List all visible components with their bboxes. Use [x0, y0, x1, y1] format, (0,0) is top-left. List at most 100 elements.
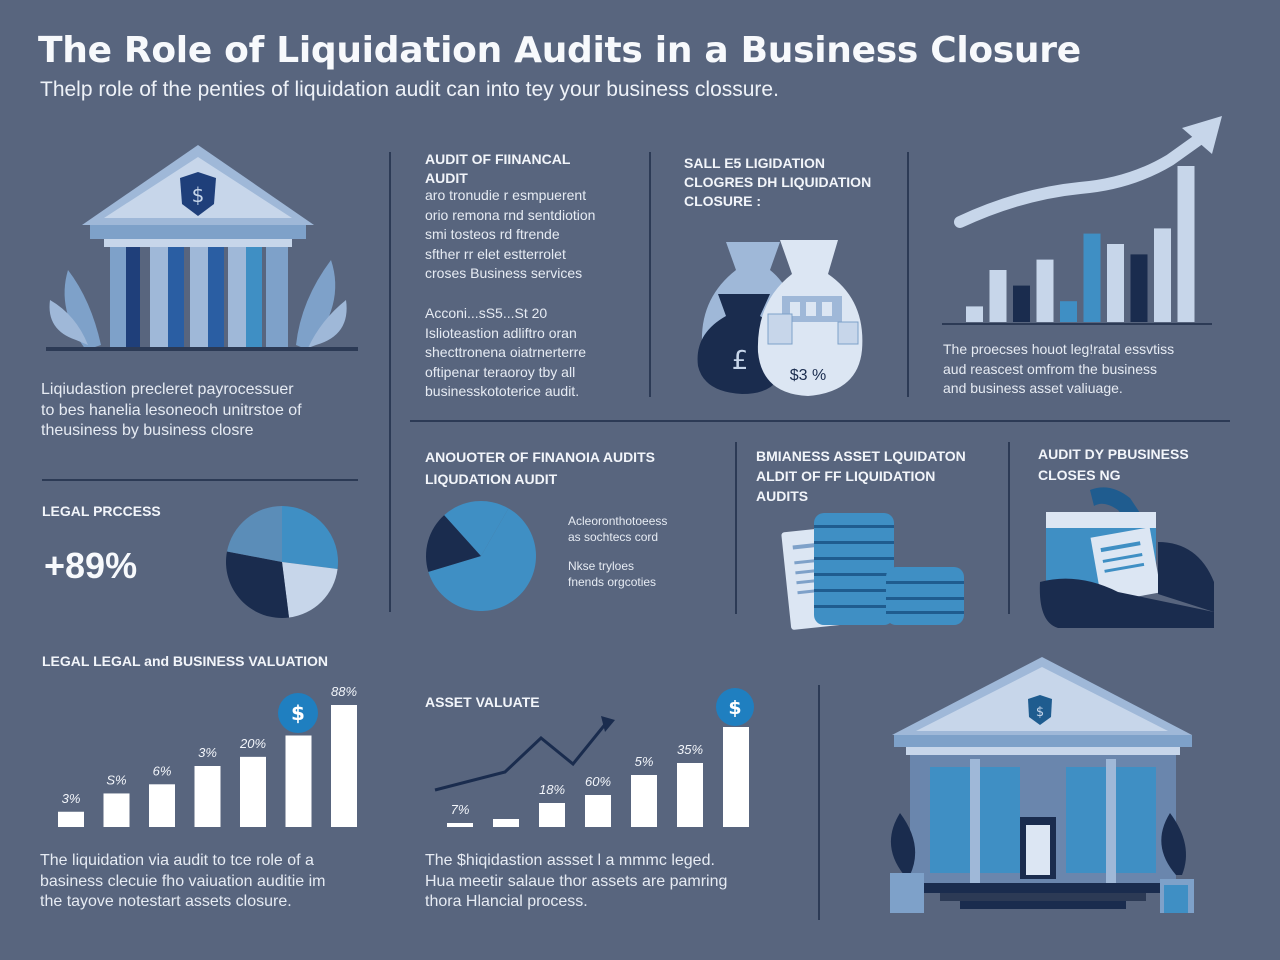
legal-process-pie	[226, 506, 338, 618]
valuation-text: The liquidation via audit to tce role of…	[40, 852, 326, 910]
divider	[389, 152, 391, 612]
pie-slice	[444, 501, 509, 556]
bar	[447, 823, 473, 827]
audit-financial-text-2: Acconi...sS5...St 20 Islioteastion adlif…	[425, 305, 587, 399]
svg-text:$: $	[1036, 705, 1044, 720]
bar-label: 88%	[331, 684, 357, 699]
bar	[966, 306, 983, 322]
page-subtitle: Thelp role of the penties of liquidation…	[40, 78, 779, 101]
bar	[1130, 254, 1148, 322]
pie-slice	[282, 562, 338, 618]
valuation-bar-chart: 3% S% 6% 3% 20% 88% $	[58, 684, 357, 827]
arrow-head-icon	[601, 716, 615, 732]
bar	[194, 766, 221, 827]
bar	[240, 756, 266, 827]
divider	[410, 420, 1230, 422]
growth-chart-text: The proecses houot leg!ratal essvtiss au…	[943, 341, 1175, 396]
plant-icon	[1161, 813, 1186, 875]
sale-liquidation-heading: SALL E5 LIGIDATION CLOGRES DH LIQUIDATIO…	[684, 155, 872, 209]
coin-stack	[814, 513, 894, 625]
bar	[723, 727, 749, 827]
coins-documents-illustration	[781, 513, 964, 630]
pie-slice	[282, 506, 338, 570]
shield-icon	[180, 172, 216, 216]
dollar-coin-icon	[278, 693, 318, 733]
bar	[989, 270, 1007, 322]
bar	[585, 795, 611, 827]
divider	[1008, 442, 1010, 614]
bar	[1177, 166, 1195, 322]
bar-label: S%	[106, 772, 126, 787]
divider	[735, 442, 737, 614]
bar	[285, 735, 312, 827]
audit-financial-text: aro tronudie r esmpuerent orio remona rn…	[425, 187, 596, 281]
coin-symbol: $	[291, 701, 305, 725]
bar	[331, 705, 357, 827]
bar	[103, 793, 130, 827]
bar	[149, 784, 175, 827]
bar-label: 20%	[239, 736, 266, 751]
audit-financial-heading: AUDIT OF FIINANCAL AUDIT	[425, 151, 571, 186]
growth-bar-chart	[954, 116, 1222, 322]
bar-label: 6%	[153, 763, 172, 778]
asset-liquidation-heading: BMIANESS ASSET LQUIDATON ALDIT OF FF LIQ…	[756, 448, 966, 504]
money-bag-illustration: £ $3 %	[697, 240, 863, 396]
bar	[677, 763, 703, 827]
pie-slice	[226, 506, 282, 562]
shield-icon	[1028, 695, 1052, 725]
pie-slice	[226, 551, 290, 618]
leaf-icon	[308, 300, 347, 348]
bar-label: 3%	[62, 791, 81, 806]
bar	[1060, 301, 1077, 322]
divider	[818, 685, 820, 920]
legal-process-stat: +89%	[44, 545, 138, 586]
legal-process-label: LEGAL PRCCESS	[42, 503, 161, 519]
bar-label: 7%	[451, 802, 470, 817]
bar-label: 35%	[677, 742, 703, 757]
bar	[539, 803, 565, 827]
analyst-pie	[426, 501, 536, 611]
analyst-note-2: Nkse tryloes fnends orgcoties	[568, 559, 657, 589]
bar-label: 5%	[635, 754, 654, 769]
bar-label: 18%	[539, 782, 565, 797]
audit-closing-heading: AUDIT DY PBUSINESS CLOSES NG	[1038, 446, 1189, 483]
divider	[907, 152, 909, 397]
asset-value-text: The $hiqidastion assset l a mmmc leged. …	[425, 852, 728, 910]
bar-label: 60%	[585, 774, 611, 789]
bar	[58, 811, 84, 827]
trend-arrow	[954, 134, 1204, 228]
bar-label: 3%	[198, 745, 217, 760]
coin-stack	[886, 567, 964, 625]
bank-building-illustration: $	[890, 657, 1194, 913]
liquidation-description: Liqiudastion precleret payrocessuer to b…	[41, 381, 302, 439]
divider	[649, 152, 651, 397]
briefcase-illustration	[1039, 487, 1214, 628]
arrow-head-icon	[1182, 116, 1222, 154]
plant-icon	[890, 813, 916, 875]
valuation-heading: LEGAL LEGAL and BUSINESS VALUATION	[42, 653, 328, 669]
bar	[631, 775, 657, 827]
pie-slice	[426, 515, 481, 572]
svg-text:$: $	[192, 183, 205, 207]
bar	[1154, 228, 1171, 322]
analyst-heading: ANOUOTER OF FINANOIA AUDITS LIQUDATION A…	[425, 449, 655, 487]
svg-text:£: £	[732, 346, 749, 376]
divider	[42, 479, 358, 481]
asset-value-heading: ASSET VALUATE	[425, 694, 540, 710]
bag-label: $3 %	[790, 367, 826, 384]
coin-symbol: $	[728, 697, 741, 719]
asset-value-bar-chart: 7% 18% 60% 5% 35% $	[434, 688, 754, 827]
leaf-icon	[49, 300, 88, 345]
analyst-note: Acleoronthotoeess as sochtecs cord	[568, 514, 668, 544]
bank-illustration: $	[46, 145, 358, 351]
bar	[1083, 233, 1101, 322]
bar	[1107, 244, 1124, 322]
leaf-icon	[296, 260, 336, 350]
divider	[942, 323, 1212, 325]
trend-line	[434, 721, 609, 792]
page-title: The Role of Liquidation Audits in a Busi…	[38, 30, 1081, 71]
bar	[493, 819, 519, 827]
bar	[1036, 259, 1054, 322]
bar	[1013, 285, 1030, 322]
pie-slice	[428, 508, 536, 611]
